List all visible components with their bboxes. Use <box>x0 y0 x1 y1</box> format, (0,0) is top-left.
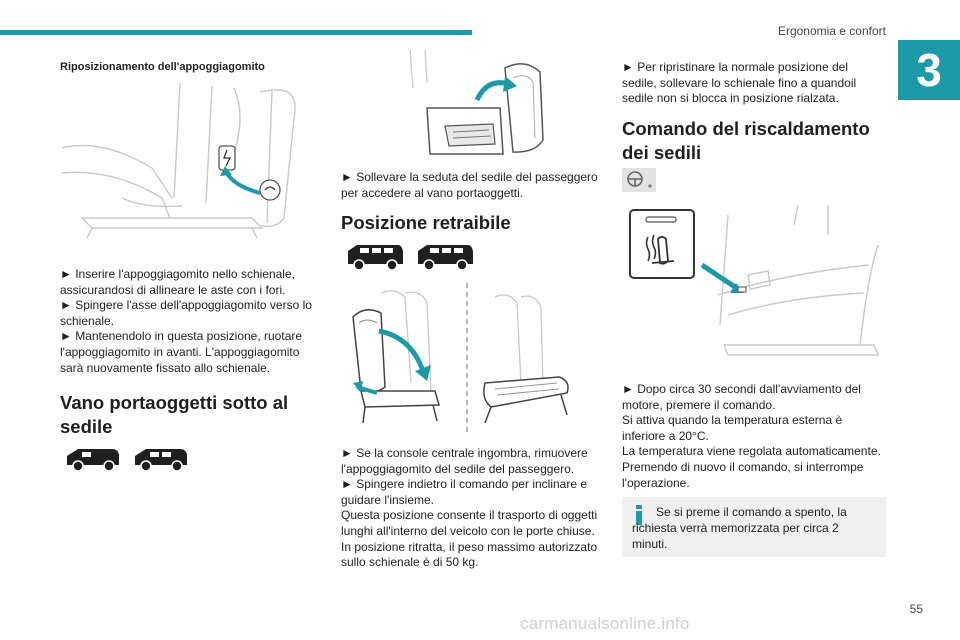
retractable-steps: ► Se la console centrale ingombra, rimuo… <box>341 446 603 571</box>
chapter-number: 3 <box>898 40 960 100</box>
van-icon <box>418 245 473 271</box>
armrest-steps: ► Inserire l'appoggiagomito nello schien… <box>60 267 322 376</box>
retractable-step-1: ► Se la console centrale ingombra, rimuo… <box>341 446 588 476</box>
retractable-step-2: ► Spingere indietro il comando per incli… <box>341 477 588 507</box>
armrest-step-2: ► Spingere l'asse dell'appoggiagomito ve… <box>60 298 312 328</box>
armrest-subheading: Riposizionamento dell'appoggiagomito <box>60 61 265 73</box>
section-title: Ergonomia e confort <box>777 24 886 38</box>
van-icon <box>67 449 119 472</box>
page-number: 55 <box>909 602 923 616</box>
info-note-text: Se si preme il comando a spento, la rich… <box>632 505 847 551</box>
header-accent-bar <box>0 30 472 35</box>
heating-heading: Comando del riscaldamento dei sedili <box>622 118 870 163</box>
storage-heading: Vano portaoggetti sotto al sedile <box>60 392 289 437</box>
info-icon <box>636 505 642 525</box>
restore-seat-step: ► Per ripristinare la normale posizione … <box>622 60 857 106</box>
armrest-step-1: ► Inserire l'appoggiagomito nello schien… <box>60 267 295 297</box>
vehicle-icons-retractable <box>345 243 475 271</box>
seat-fold-illustration <box>352 283 569 433</box>
heating-step-2: Si attiva quando la temperatura esterna … <box>622 413 843 443</box>
seat-heating-illustration <box>629 205 880 356</box>
heating-steps: ► Dopo circa 30 secondi dall'avviamento … <box>622 382 884 491</box>
seat-lift-step: ► Sollevare la seduta del sedile del pas… <box>341 170 598 200</box>
heating-step-3: La temperatura viene regolata automatica… <box>622 444 881 459</box>
armrest-step-3: ► Mantenendolo in questa posizione, ruot… <box>60 329 303 375</box>
seat-heating-button-icon <box>645 234 675 265</box>
vehicle-icons-storage <box>64 446 190 472</box>
retractable-heading: Posizione retraibile <box>341 212 511 233</box>
retractable-step-3: Questa posizione consente il trasporto d… <box>341 508 598 538</box>
heating-step-1: ► Dopo circa 30 secondi dall'avviamento … <box>622 382 861 412</box>
seat-lift-illustration <box>409 49 544 155</box>
steering-wheel-icon <box>622 168 656 192</box>
retractable-step-4: In posizione ritratta, il peso massimo a… <box>341 539 598 570</box>
van-icon <box>348 245 403 271</box>
info-note: Se si preme il comando a spento, la rich… <box>622 497 886 557</box>
van-icon <box>135 449 187 472</box>
watermark: carmanualsonline.info <box>520 614 690 633</box>
heating-step-4: Premendo di nuovo il comando, si interro… <box>622 459 864 490</box>
armrest-illustration <box>62 82 296 239</box>
